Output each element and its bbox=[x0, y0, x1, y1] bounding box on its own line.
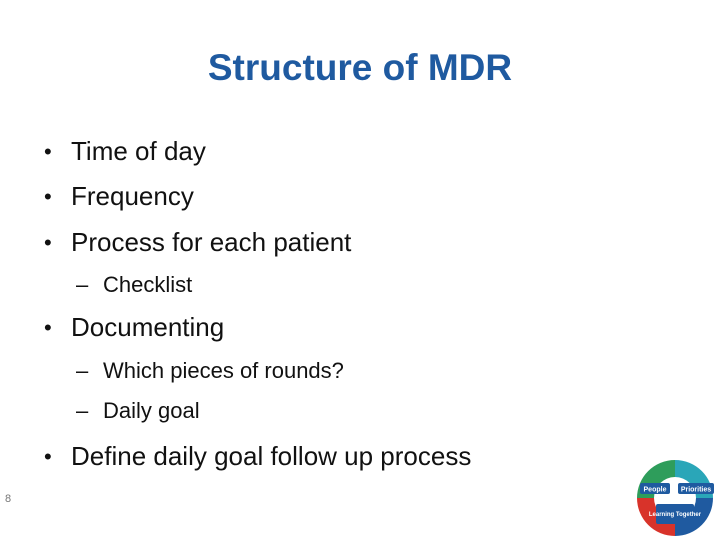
dash-icon: – bbox=[76, 398, 89, 423]
sub-bullet-text: Checklist bbox=[103, 272, 193, 297]
dash-icon: – bbox=[76, 272, 89, 297]
bullet-item: • Time of day bbox=[44, 135, 206, 168]
bullet-icon: • bbox=[44, 444, 52, 469]
sub-bullet-text: Daily goal bbox=[103, 398, 200, 423]
bullet-item: • Define daily goal follow up process bbox=[44, 440, 471, 473]
bullet-text: Documenting bbox=[71, 312, 225, 342]
bullet-text: Define daily goal follow up process bbox=[71, 441, 472, 471]
people-priorities-logo-icon: People Priorities Learning Together bbox=[636, 459, 714, 537]
bullet-icon: • bbox=[44, 315, 52, 340]
bullet-item: • Frequency bbox=[44, 180, 194, 213]
bullet-text: Frequency bbox=[71, 181, 194, 211]
logo-label-priorities: Priorities bbox=[681, 487, 711, 494]
bullet-item: • Process for each patient bbox=[44, 226, 351, 259]
bullet-icon: • bbox=[44, 184, 52, 209]
bullet-icon: • bbox=[44, 139, 52, 164]
page-number: 8 bbox=[5, 493, 12, 505]
dash-icon: – bbox=[76, 358, 89, 383]
logo-label-people: People bbox=[644, 487, 667, 494]
sub-bullet-text: Which pieces of rounds? bbox=[103, 358, 344, 383]
slide-title: Structure of MDR bbox=[207, 47, 513, 88]
bullet-item: • Documenting bbox=[44, 311, 224, 344]
sub-bullet-item: –Which pieces of rounds? bbox=[76, 355, 344, 387]
bullet-text: Time of day bbox=[71, 136, 206, 166]
bullet-icon: • bbox=[44, 230, 52, 255]
logo-label-learning-together: Learning Together bbox=[649, 512, 702, 518]
bullet-text: Process for each patient bbox=[71, 227, 352, 257]
sub-bullet-item: –Checklist bbox=[76, 269, 192, 301]
sub-bullet-item: –Daily goal bbox=[76, 395, 200, 427]
